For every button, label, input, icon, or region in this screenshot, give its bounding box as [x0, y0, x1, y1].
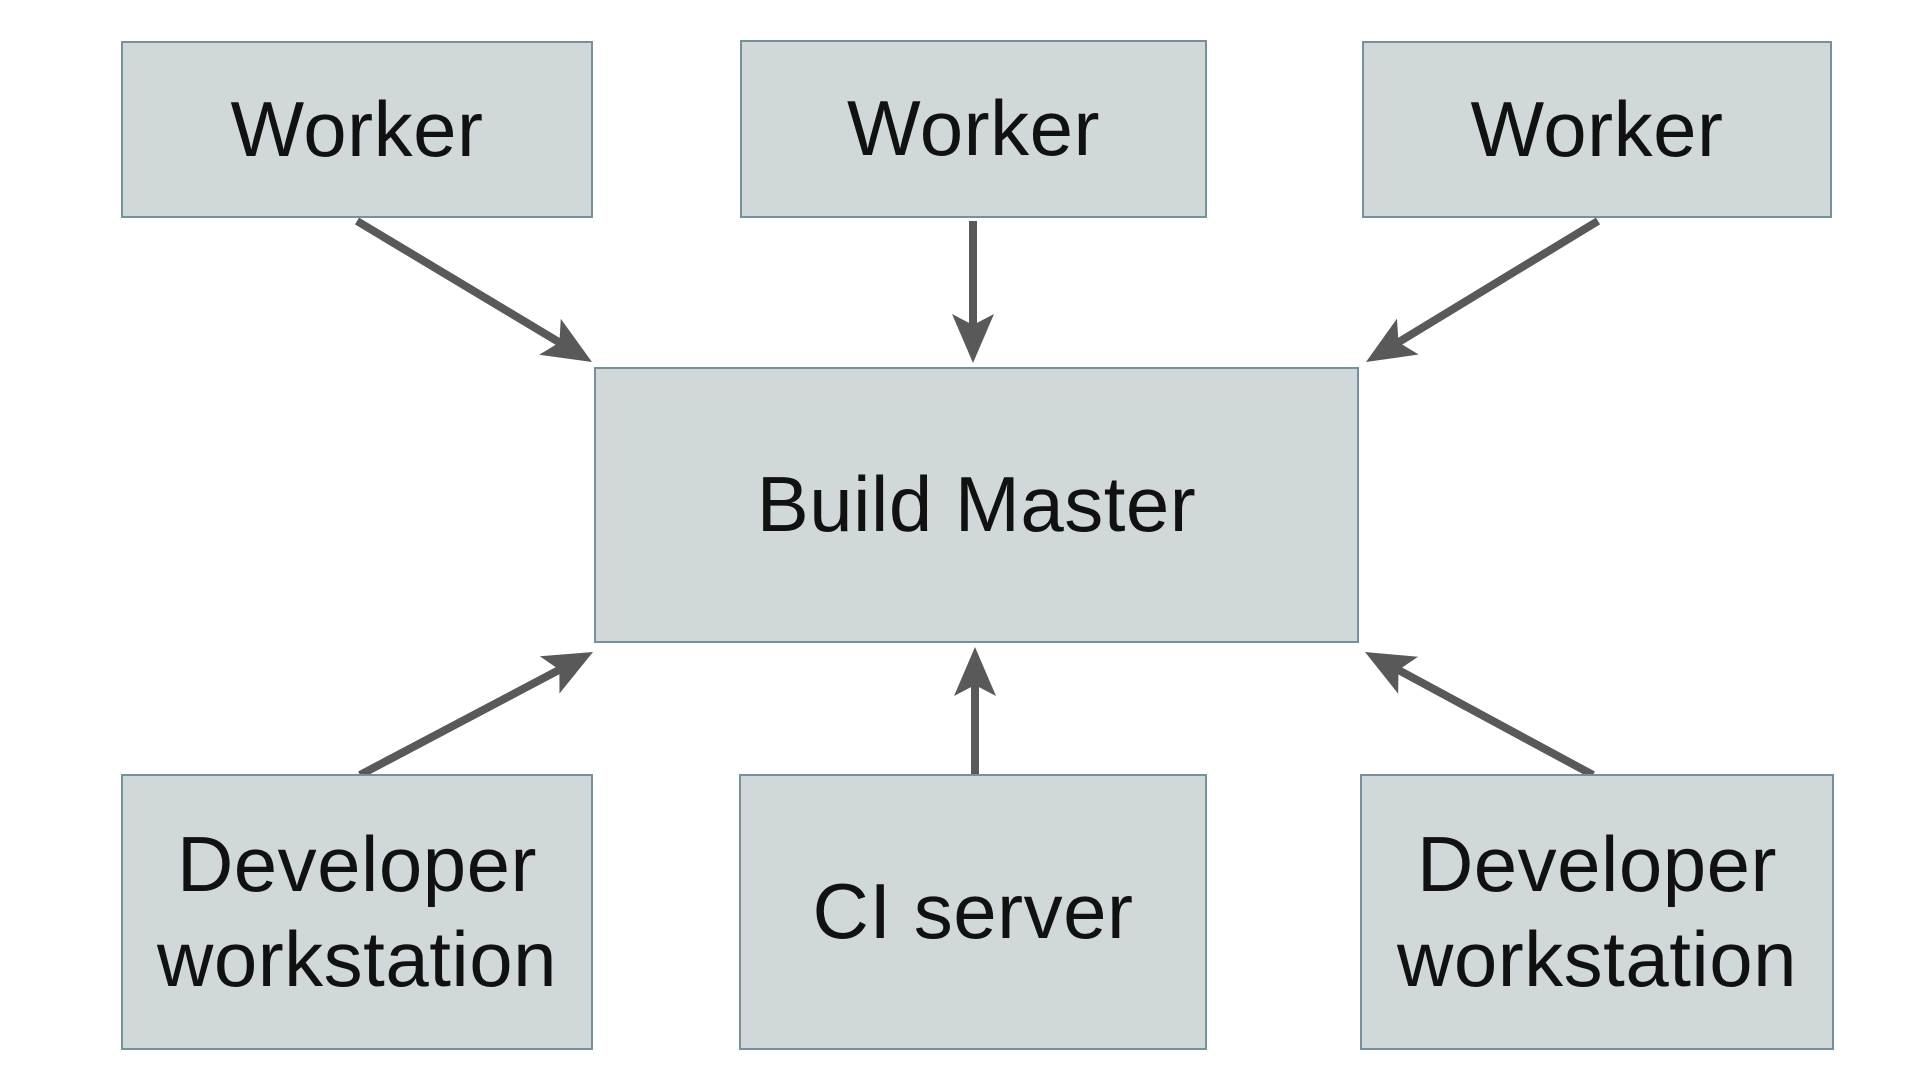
arrow-developer-workstation-left-to-build-master — [358, 652, 593, 779]
node-worker-1: Worker — [121, 41, 593, 218]
node-label-developer-workstation-right: Developer workstation — [1397, 819, 1797, 1003]
arrow-developer-workstation-right-to-build-master — [1364, 652, 1595, 779]
node-worker-3: Worker — [1362, 41, 1832, 218]
node-label-worker-2: Worker — [847, 84, 1100, 173]
node-worker-2: Worker — [740, 40, 1207, 218]
node-label-worker-3: Worker — [1470, 84, 1724, 173]
node-label-build-master: Build Master — [756, 460, 1197, 549]
arrow-worker-1-to-build-master — [354, 217, 593, 362]
node-label-worker-1: Worker — [230, 84, 484, 173]
node-label-developer-workstation-left: Developer workstation — [157, 819, 557, 1003]
node-developer-workstation-left: Developer workstation — [121, 774, 593, 1050]
node-developer-workstation-right: Developer workstation — [1360, 774, 1834, 1050]
node-build-master: Build Master — [594, 367, 1359, 643]
node-ci-server: CI server — [739, 774, 1207, 1050]
arrow-worker-3-to-build-master — [1365, 217, 1601, 362]
node-label-ci-server: CI server — [812, 867, 1134, 956]
